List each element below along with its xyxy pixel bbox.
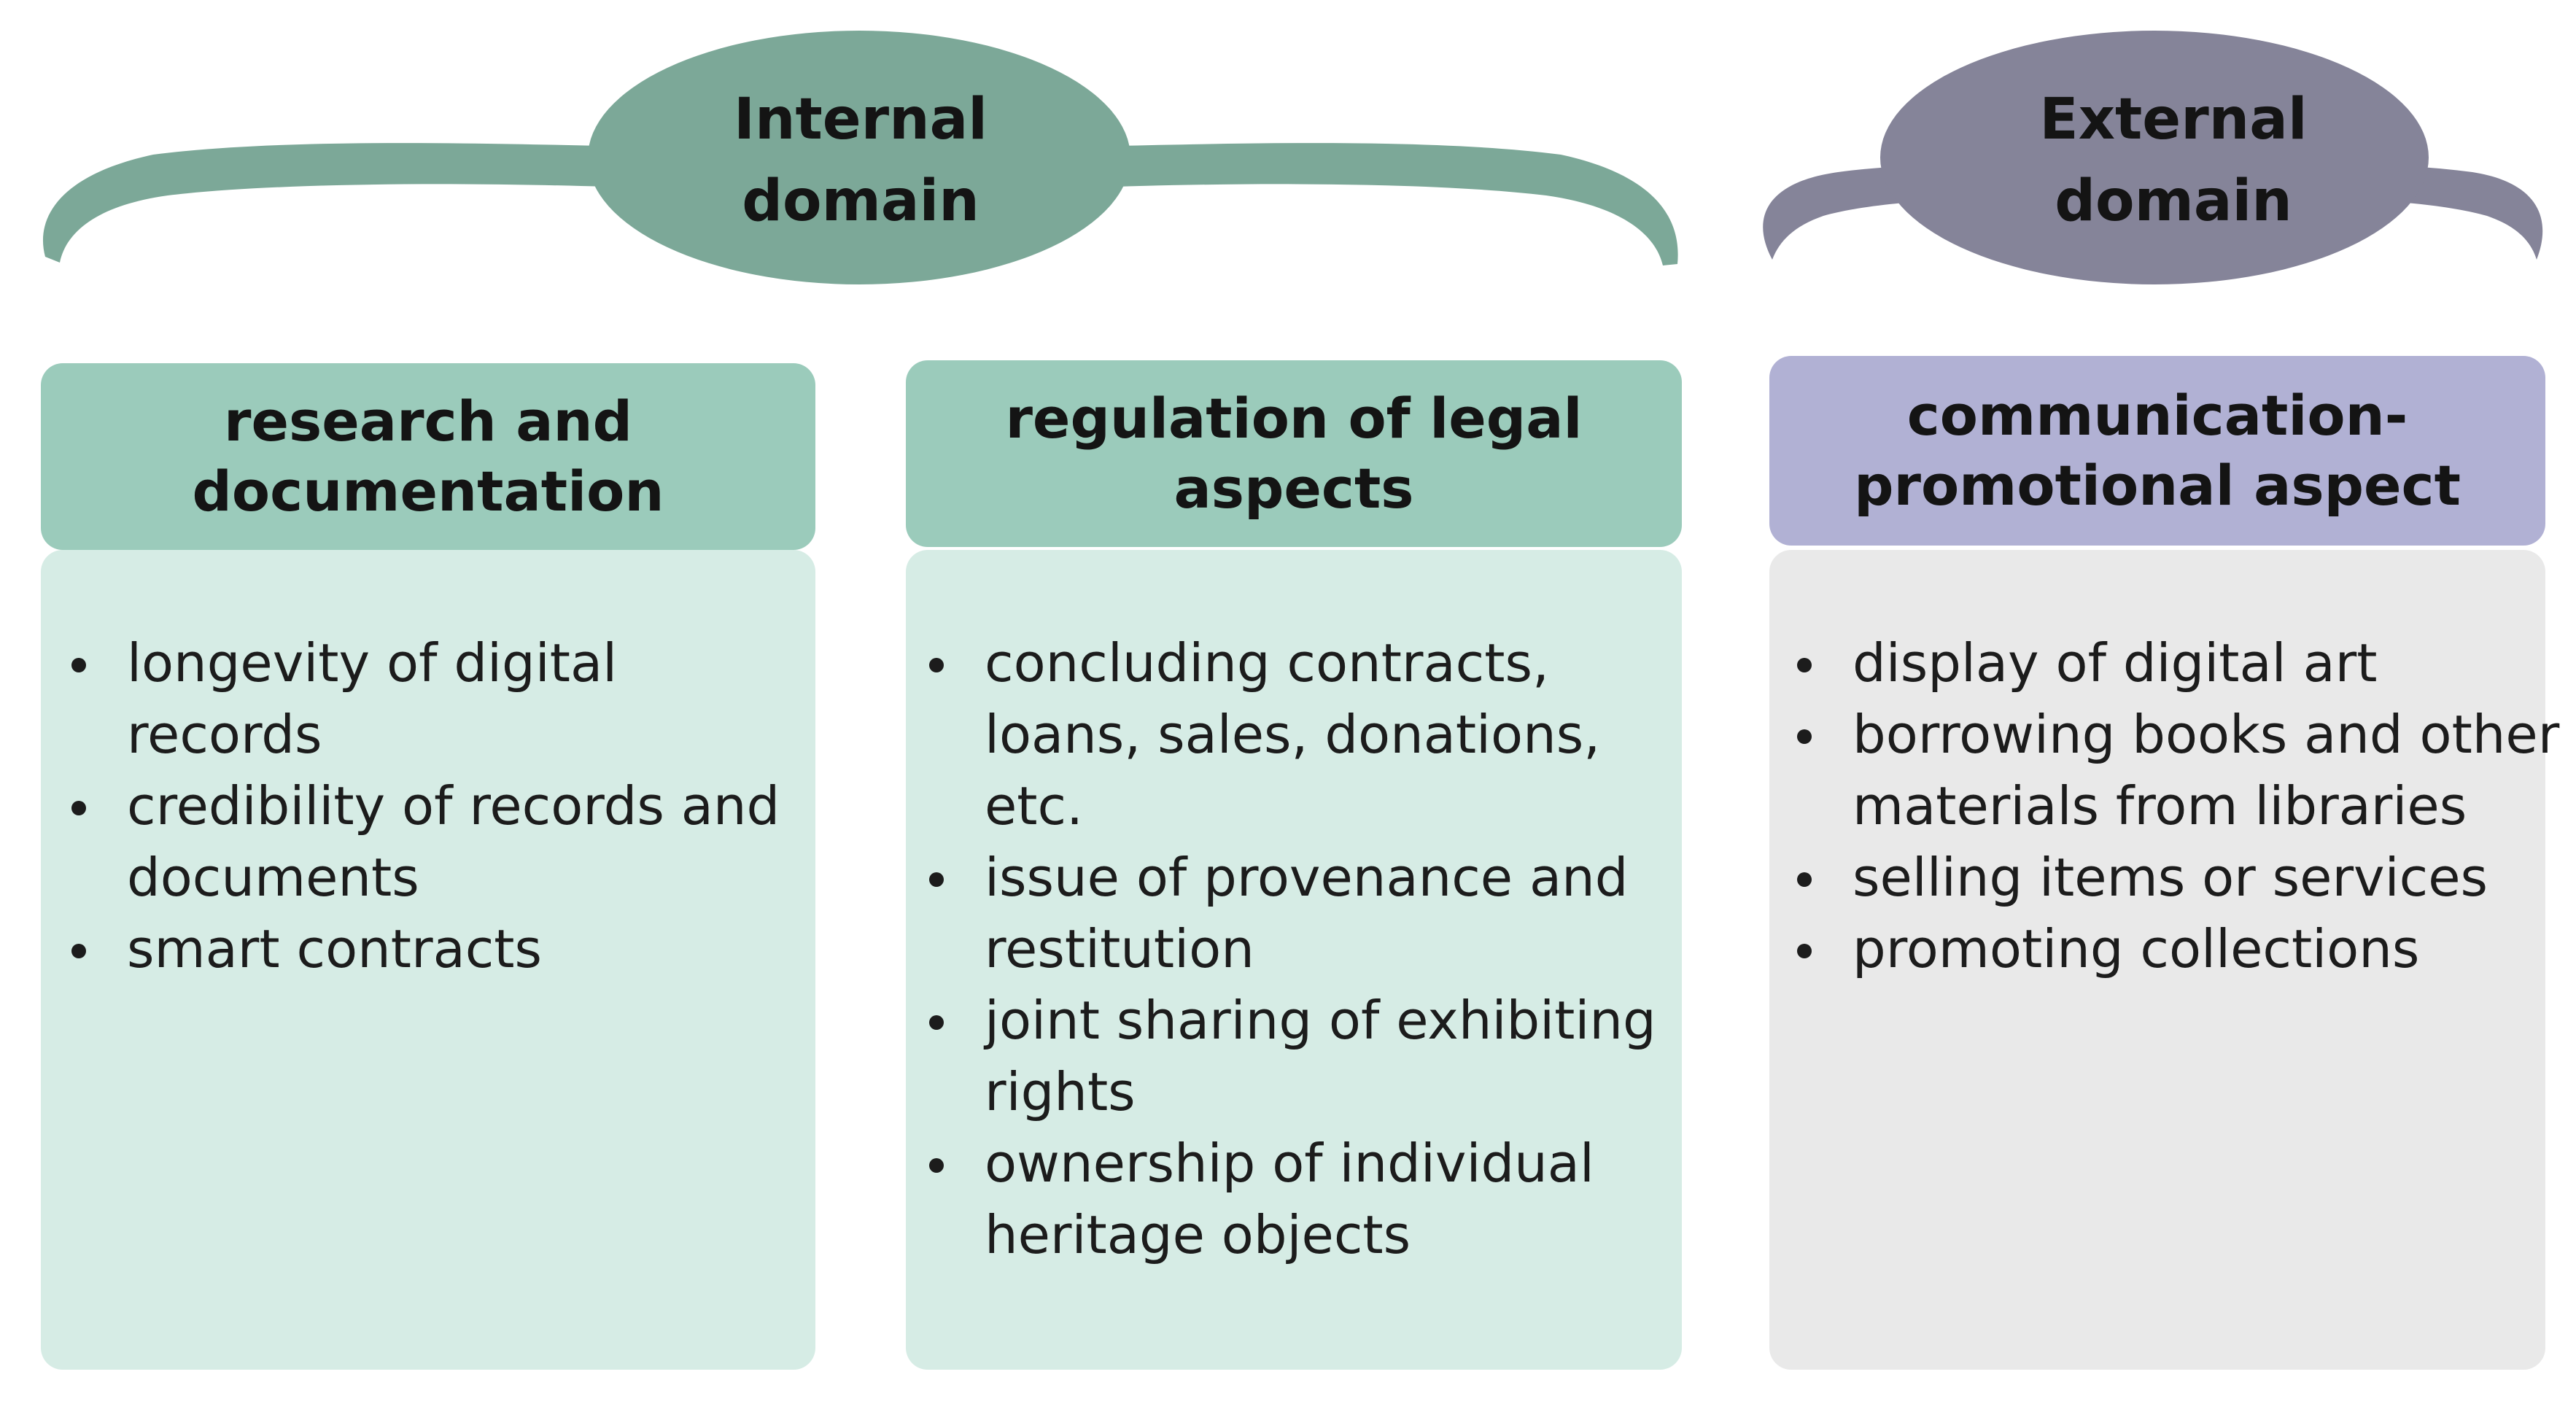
research-column-header: research and documentation: [41, 363, 815, 550]
legal-item-list: concluding contracts, loans, sales, dona…: [928, 627, 1679, 1271]
list-item: ownership of individual heritage objects: [928, 1128, 1679, 1271]
list-item: smart contracts: [70, 913, 807, 985]
external-domain-oval: [1880, 31, 2429, 284]
legal-column-header: regulation of legal aspects: [906, 360, 1682, 547]
list-item: joint sharing of exhibiting rights: [928, 985, 1679, 1128]
list-item: promoting collections: [1796, 913, 2569, 985]
domain-braces: [42, 31, 2543, 284]
internal-domain-brace: [42, 31, 1678, 284]
list-item: credibility of records and documents: [70, 770, 807, 913]
internal-domain-title: Internal domain: [733, 87, 988, 234]
list-item: selling items or services: [1796, 842, 2569, 913]
research-item-list: longevity of digital records credibility…: [70, 627, 807, 985]
list-item: longevity of digital records: [70, 627, 807, 770]
communication-column-header: communication-promotional aspect: [1769, 356, 2545, 546]
list-item: borrowing books and other materials from…: [1796, 699, 2569, 842]
external-domain-brace: [1763, 31, 2543, 284]
communication-item-list: display of digital art borrowing books a…: [1796, 627, 2569, 985]
research-column-body: [41, 550, 815, 1370]
legal-column-body: [906, 550, 1682, 1370]
list-item: issue of provenance and restitution: [928, 842, 1679, 985]
communication-column-body: [1769, 550, 2545, 1370]
list-item: display of digital art: [1796, 627, 2569, 699]
internal-domain-oval: [588, 31, 1130, 284]
list-item: concluding contracts, loans, sales, dona…: [928, 627, 1679, 842]
external-domain-title: External domain: [2039, 87, 2308, 234]
